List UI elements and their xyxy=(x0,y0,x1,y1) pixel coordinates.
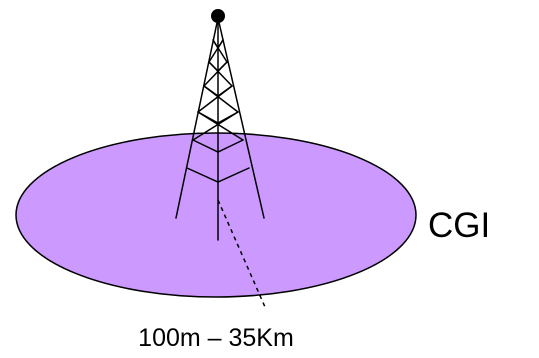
coverage-area xyxy=(15,132,417,298)
radius-dashed-line xyxy=(217,199,266,308)
tower-brace xyxy=(208,39,224,63)
tower-right-leg xyxy=(217,17,265,219)
range-label: 100m – 35Km xyxy=(138,324,294,352)
tower-icon xyxy=(175,17,265,241)
tower-brace xyxy=(192,111,239,141)
tower-brace xyxy=(208,61,233,87)
antenna-tip xyxy=(211,9,225,23)
tower-crossbar xyxy=(186,167,250,183)
tower-brace xyxy=(212,39,228,63)
tower-brace xyxy=(203,61,228,87)
tower-brace xyxy=(197,111,244,141)
tower-brace xyxy=(197,85,233,113)
tower-brace xyxy=(203,85,239,113)
cgi-label: CGI xyxy=(428,206,490,245)
tower-left-leg xyxy=(175,17,219,219)
tower-crossbar xyxy=(192,139,244,153)
